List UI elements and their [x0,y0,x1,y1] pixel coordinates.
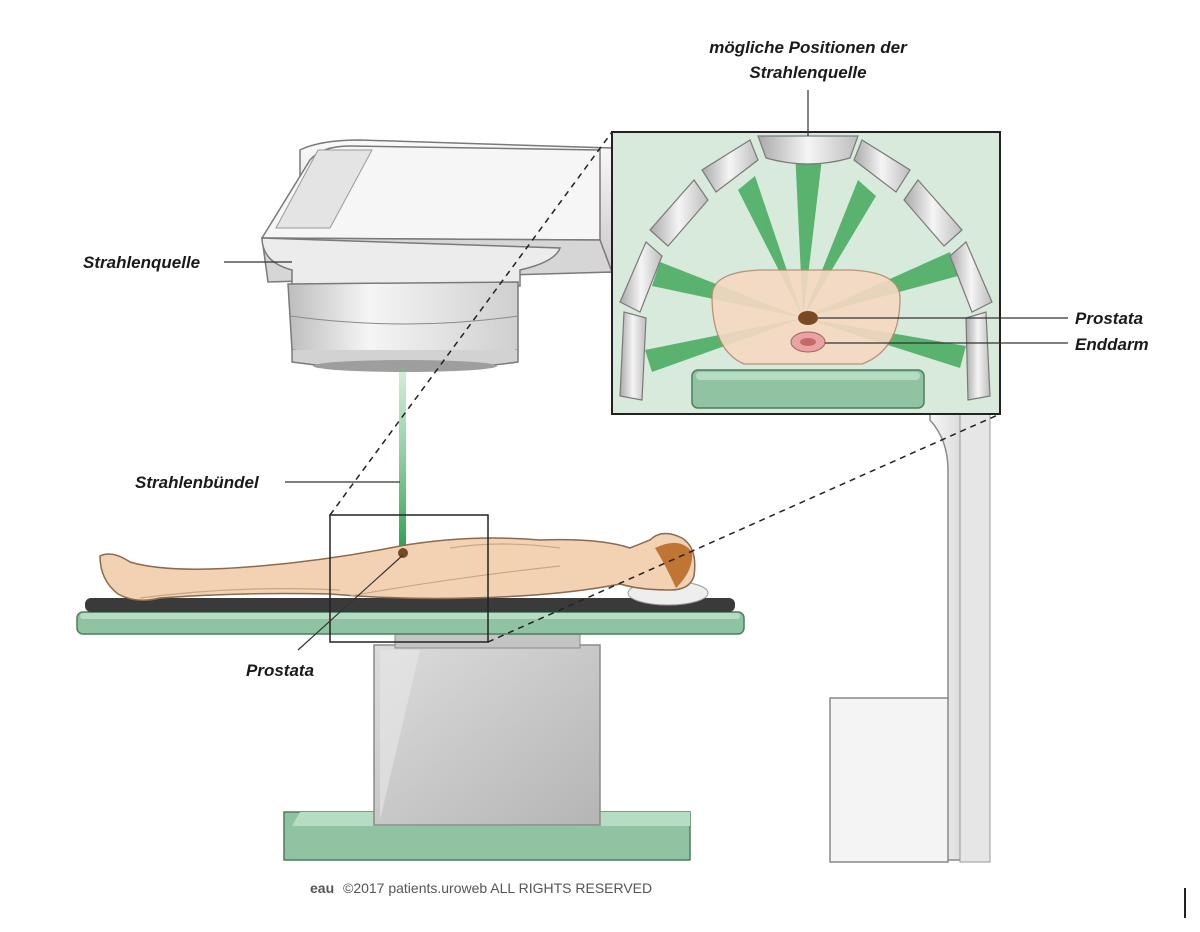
body-cross-section [711,269,901,365]
label-positions-line2: Strahlenquelle [749,63,866,82]
source-positions [619,135,993,401]
label-positions-line1: mögliche Positionen der [709,38,908,57]
label-beam: Strahlenbündel [135,473,260,492]
label-radiation-source: Strahlenquelle [83,253,200,272]
label-prostate-body: Prostata [246,661,314,680]
prostate-inset [798,311,818,325]
treatment-table [76,598,745,861]
radiation-head [261,237,562,372]
gantry-column [829,404,991,863]
inset-panel [611,131,1001,415]
leader-lines [224,90,1068,651]
patient-body [99,532,709,606]
zoom-indicator [329,131,1001,643]
eau-logo: eau [310,880,334,896]
label-rectum: Enddarm [1075,335,1149,354]
label-prostate-inset: Prostata [1075,309,1143,328]
copyright-text: ©2017 patients.uroweb ALL RIGHTS RESERVE… [343,880,652,896]
radiation-beam [399,368,406,552]
